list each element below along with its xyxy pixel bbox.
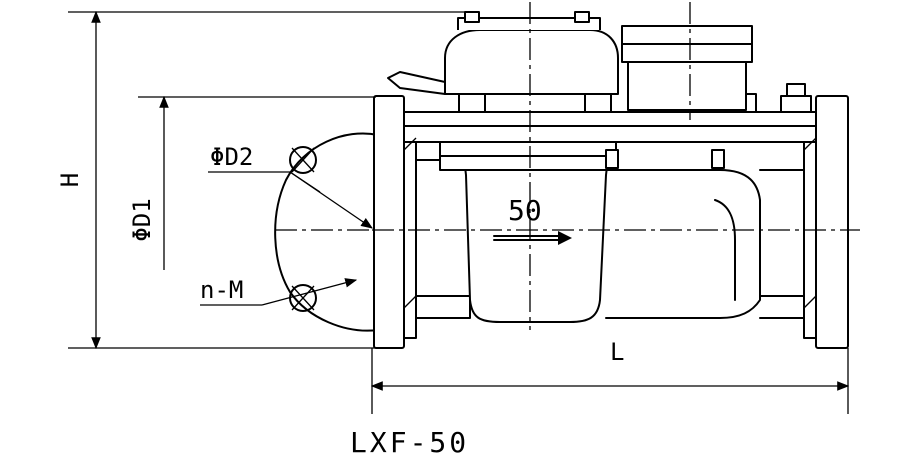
label-l: L <box>610 338 624 366</box>
dimension-d1 <box>138 95 376 270</box>
register-head <box>387 11 753 111</box>
dimension-d2 <box>208 171 373 229</box>
meter-body <box>403 111 817 323</box>
right-flange <box>803 95 849 349</box>
section-hatch <box>403 137 817 309</box>
label-bolts: n-M <box>200 276 243 304</box>
label-h: H <box>56 173 84 187</box>
flow-arrow <box>493 231 572 245</box>
bolt-hole-top <box>289 146 317 174</box>
size-label: 50 <box>508 194 542 227</box>
dimension-h <box>68 10 472 350</box>
drawing-caption: LXF-50 <box>350 426 469 459</box>
label-d2: ΦD2 <box>210 143 253 171</box>
left-flange <box>373 95 417 349</box>
flange-end-view <box>274 132 379 332</box>
dimension-bolts <box>200 278 358 306</box>
dimension-l <box>370 348 850 414</box>
label-d1: ΦD1 <box>128 198 156 241</box>
